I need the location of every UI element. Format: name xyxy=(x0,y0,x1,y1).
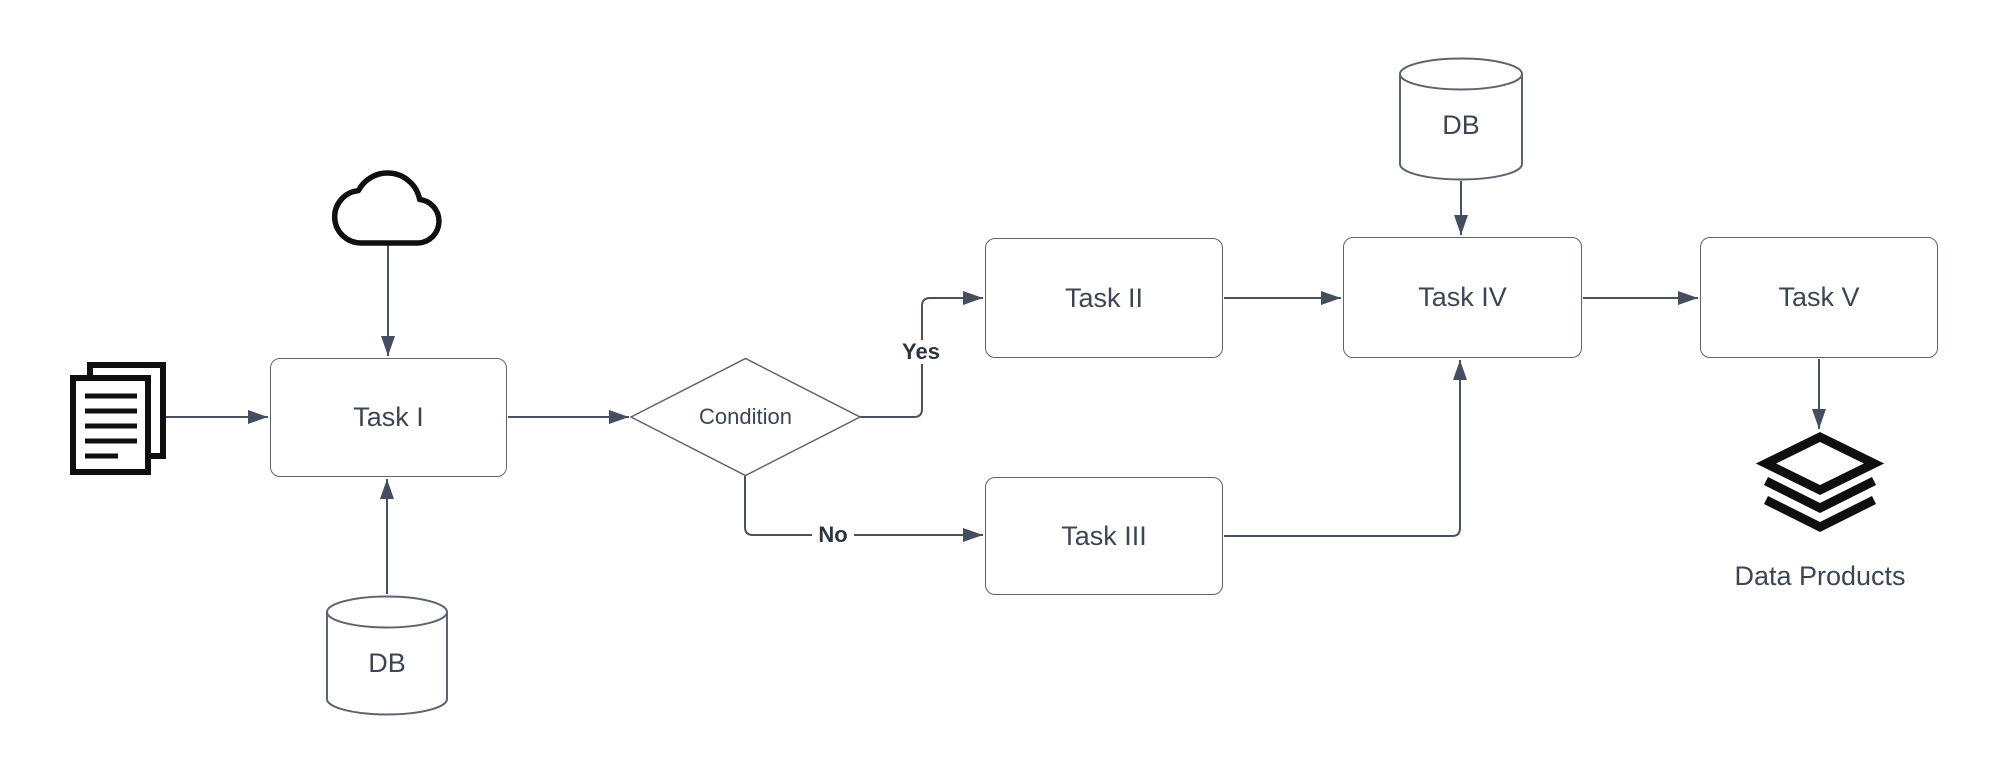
database-cylinder-icon xyxy=(1399,57,1523,181)
database-cylinder-icon xyxy=(326,595,448,716)
edge-task3-task4 xyxy=(1224,360,1467,537)
node-task4: Task IV xyxy=(1343,237,1582,358)
cloud-icon xyxy=(331,170,442,246)
edge-label-yes: Yes xyxy=(897,340,945,364)
condition-diamond-shape xyxy=(629,357,862,477)
node-task5: Task V xyxy=(1700,237,1938,358)
node-task3-label: Task III xyxy=(1061,520,1147,551)
layers-icon xyxy=(1755,431,1885,533)
edge-label-no: No xyxy=(812,523,854,547)
node-task2: Task II xyxy=(985,238,1223,358)
data-products-label: Data Products xyxy=(1734,561,1906,591)
edge-condition-task3-no xyxy=(744,476,983,542)
db-source-label: DB xyxy=(368,648,406,678)
node-task3: Task III xyxy=(985,477,1223,595)
node-task2-label: Task II xyxy=(1064,282,1144,313)
node-task1: Task I xyxy=(270,358,507,477)
condition-label: Condition xyxy=(699,404,792,429)
db-reference-label: DB xyxy=(1442,110,1480,140)
node-task4-label: Task IV xyxy=(1418,282,1507,312)
node-task1-label: Task I xyxy=(353,402,424,432)
documents-icon xyxy=(70,362,166,475)
node-task5-label: Task V xyxy=(1778,282,1860,312)
